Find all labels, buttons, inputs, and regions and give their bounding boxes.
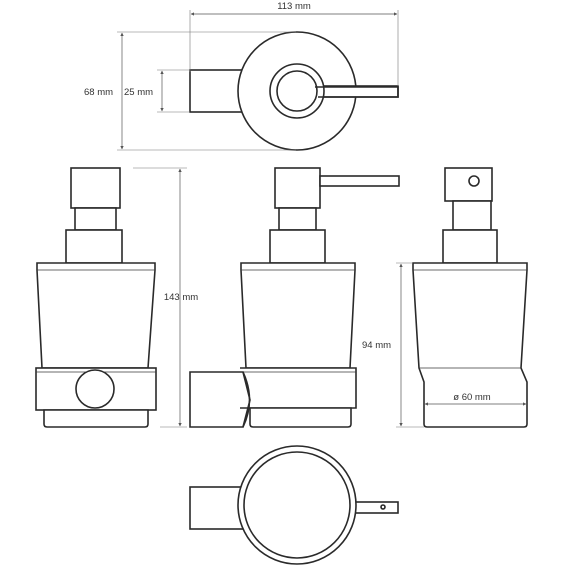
dimension-glass-height-label: 94 mm (362, 340, 391, 351)
front-mount-disc (75, 369, 115, 409)
bottom-knurled-grip (189, 486, 244, 530)
glass-view-pump-cap (444, 167, 493, 202)
dimension-grip: 25 mm (124, 69, 190, 113)
dimension-grip-label: 25 mm (124, 87, 153, 98)
front-view (35, 167, 157, 428)
front-pump-cap (70, 167, 121, 209)
dimension-width: 113 mm (189, 1, 399, 86)
dimension-depth: 68 mm (84, 31, 296, 151)
bottom-spout-tip (380, 504, 386, 510)
front-base-plate (43, 409, 149, 428)
glass-view (412, 167, 528, 428)
bottom-inner-ring (243, 451, 351, 559)
dimension-height: 143 mm (133, 167, 198, 428)
bottom-view (189, 445, 399, 565)
side-knurled-handle (189, 371, 251, 428)
top-view-pump-ring-inner (276, 70, 318, 112)
dimension-glass-height: 94 mm (362, 262, 424, 428)
top-view (189, 31, 399, 151)
side-holder-band (240, 367, 357, 409)
dimension-depth-label: 68 mm (84, 87, 113, 98)
side-view (189, 167, 400, 428)
side-pump-cap (274, 167, 321, 209)
glass-view-nozzle (468, 175, 480, 187)
top-view-knurled-grip (189, 69, 244, 113)
dimension-height-label: 143 mm (164, 292, 198, 303)
side-pump-neck (278, 207, 317, 231)
glass-view-container (412, 262, 528, 428)
side-base-plate (249, 407, 352, 428)
glass-view-pump-collar (442, 229, 498, 264)
side-pump-collar (269, 229, 326, 264)
front-glass-body (36, 262, 156, 369)
dimension-diameter-label: ø 60 mm (453, 392, 491, 403)
side-glass-body (240, 262, 356, 369)
glass-view-pump-neck (452, 200, 492, 231)
dimension-width-label: 113 mm (277, 1, 311, 12)
dimension-diameter: ø 60 mm (424, 392, 527, 406)
front-pump-neck (74, 207, 117, 231)
side-spout (319, 175, 400, 187)
front-pump-collar (65, 229, 123, 264)
